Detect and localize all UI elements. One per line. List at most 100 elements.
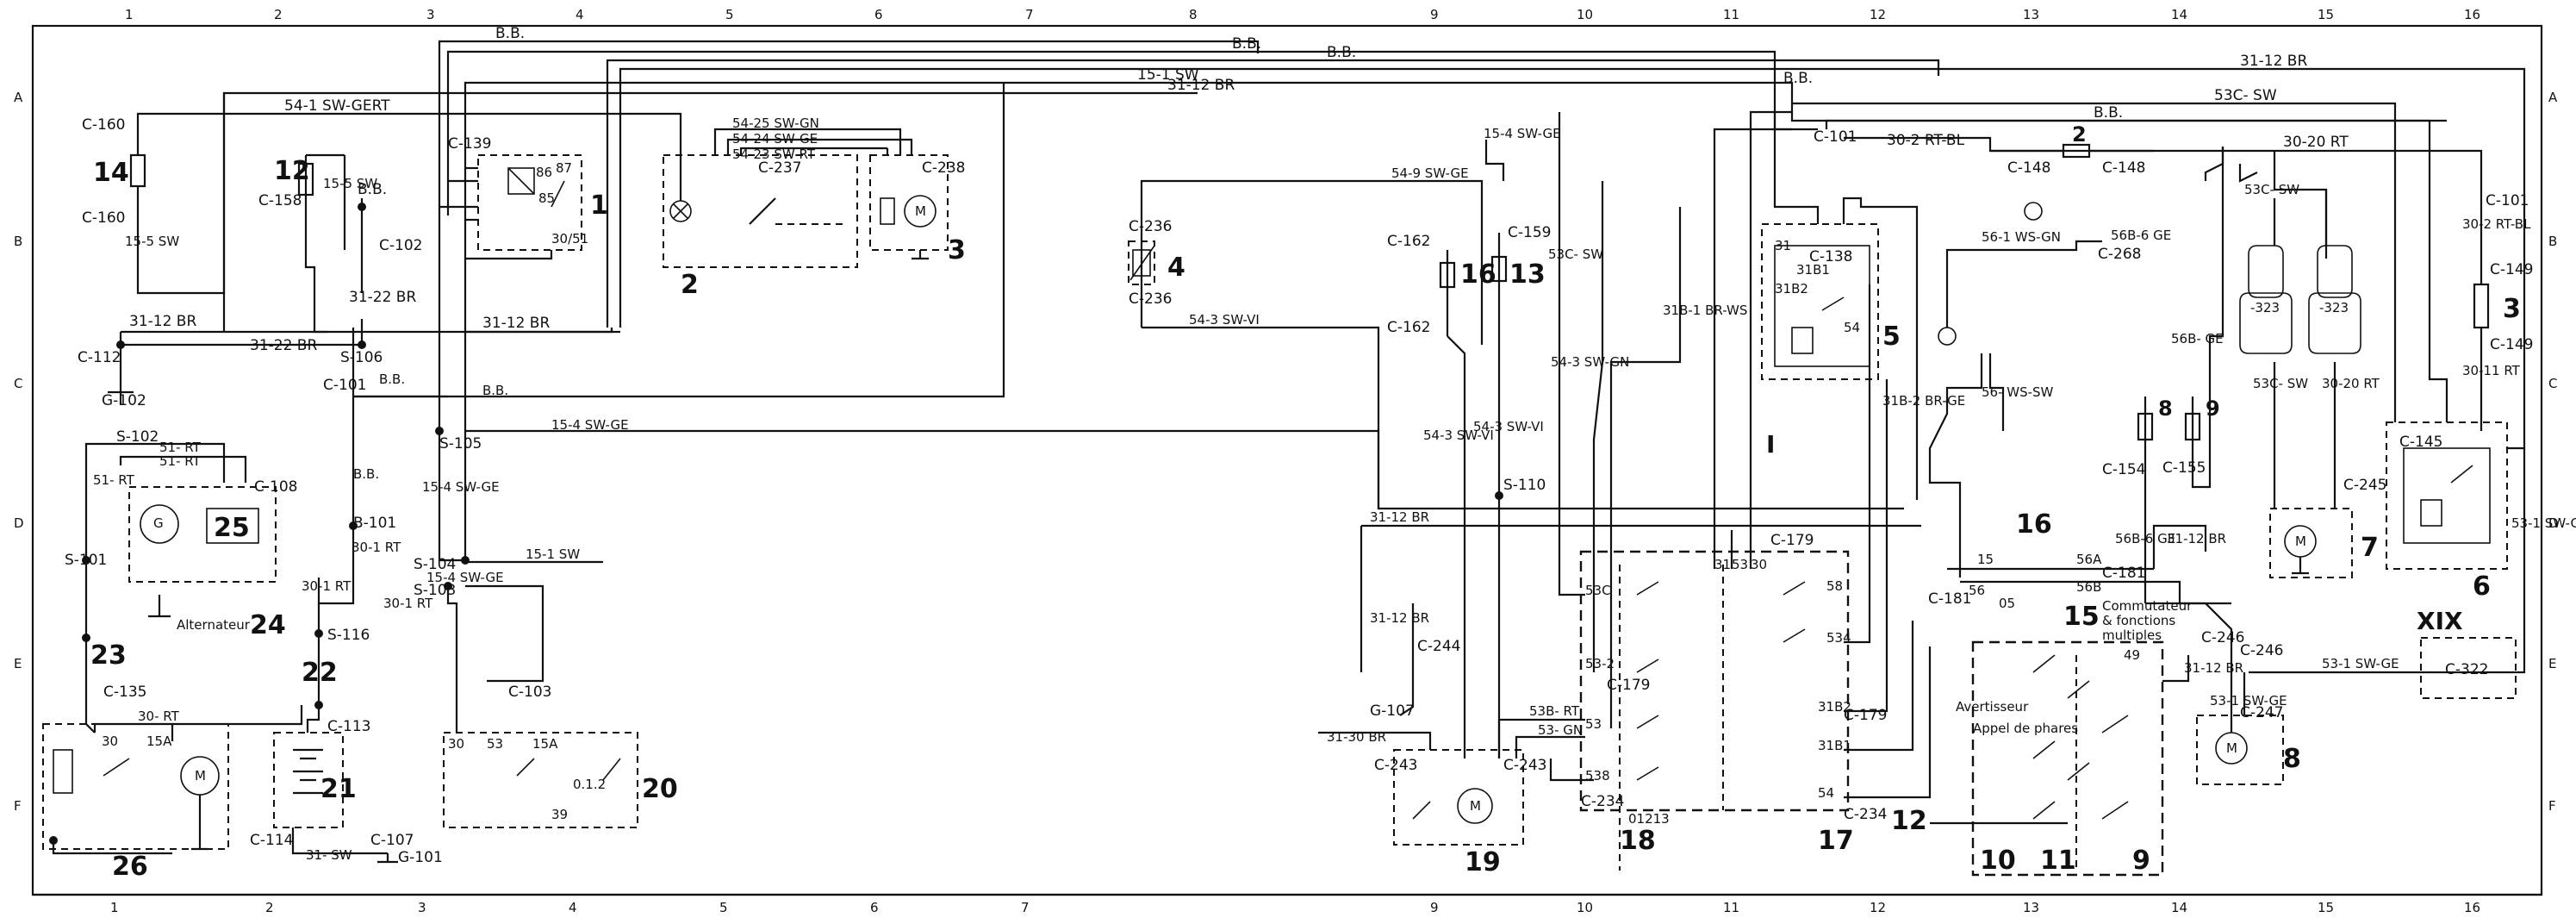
- connector-c160a: C-160: [82, 116, 125, 134]
- wire-label-51-rt3: 51- RT: [93, 472, 135, 488]
- component-6-label: 6: [2473, 571, 2491, 602]
- grid-row-f-right: F: [2548, 798, 2556, 814]
- connector-c145: C-145: [2399, 434, 2442, 451]
- connector-c103: C-103: [508, 684, 551, 701]
- wire-label-56b-ge: 56B- GE: [2171, 331, 2224, 346]
- grid-col-2: 2: [274, 7, 283, 22]
- connector-c162a: C-162: [1387, 233, 1430, 250]
- connector-c101: C-101: [1814, 128, 1857, 146]
- grid-col-4-bottom: 4: [569, 900, 577, 915]
- wire-label-56-1: 56-1 WS-GN: [1982, 229, 2061, 245]
- connector-c138: C-138: [1809, 248, 1852, 265]
- grid-col-3-bottom: 3: [418, 900, 426, 915]
- component-3-label: 3: [948, 235, 966, 265]
- pin-56: 56: [1969, 583, 1985, 598]
- grid-row-b: B: [14, 234, 22, 249]
- grid-col-7: 7: [1025, 7, 1034, 22]
- wire-label-30-1-rt: 30-1 RT: [383, 596, 433, 611]
- grid-labels: 1 2 3 4 5 6 7 8 9 10 11 12 13 14 15 16 1…: [14, 7, 2559, 915]
- wire-label-bb-c101: B.B.: [353, 466, 379, 482]
- pin-15a-20: 15A: [532, 736, 558, 752]
- wire-label-31-22: 31-22 BR: [349, 289, 416, 306]
- component-12-label: 12: [274, 156, 310, 186]
- pin-31-18: 31: [1714, 557, 1731, 572]
- grid-row-f: F: [14, 798, 22, 814]
- component-10-label: 10: [1980, 846, 2016, 876]
- wire-label-54-25: 54-25 SW-GN: [732, 116, 819, 131]
- pin-54-17: 54: [1818, 785, 1834, 801]
- wire-label-bb-c102: B.B.: [358, 181, 387, 198]
- wire-label-15-4-d: 15-4 SW-GE: [426, 570, 504, 585]
- grid-col-11: 11: [1723, 7, 1739, 22]
- connector-s104: S-104: [414, 556, 456, 573]
- grid-col-5-bottom: 5: [719, 900, 728, 915]
- connector-c181b: C-181: [1928, 590, 1971, 608]
- grid-col-16-bottom: 16: [2464, 900, 2480, 915]
- pin-05: 05: [1999, 596, 2015, 611]
- grid-col-12: 12: [1870, 7, 1886, 22]
- grid-col-7-bottom: 7: [1021, 900, 1030, 915]
- wire-label-15-5b: 15-5 SW: [323, 176, 377, 191]
- component-16-13-fuses: 15-4 SW-GE 16 13 C-162 C-162 C-159 54-3 …: [1387, 126, 1561, 759]
- pin-31: 31: [1775, 238, 1791, 253]
- grid-col-10: 10: [1577, 7, 1593, 22]
- connector-c101b: C-101: [2486, 192, 2529, 209]
- component-3b-label: 3: [2503, 294, 2521, 324]
- grid-col-16: 16: [2464, 7, 2480, 22]
- connector-c179c: C-179: [1844, 707, 1887, 724]
- motor-19-symbol: M: [1470, 798, 1481, 814]
- connector-s116: S-116: [327, 627, 370, 644]
- wire-label-54-3-b: 54-3 SW-VI: [1473, 419, 1544, 434]
- connector-c149a: C-149: [2490, 261, 2533, 278]
- pin-87: 87: [556, 160, 572, 176]
- connector-c113: C-113: [327, 718, 370, 735]
- grid-col-14-bottom: 14: [2171, 900, 2187, 915]
- component-9-label: 9: [2132, 846, 2150, 876]
- grid-col-10-bottom: 10: [1577, 900, 1593, 915]
- pin-56b: 56B: [2076, 579, 2101, 595]
- ground-g107: G-107: [1370, 702, 1415, 720]
- wire-label-54-3-vi: 54-3 SW-VI: [1189, 312, 1260, 328]
- connector-c246a: C-246: [2240, 642, 2283, 659]
- component-15-multifunction-switch: 16 15 56A 56B 56 05 49 C-181 C-181 15 Co…: [1891, 509, 2231, 877]
- pin-58: 58: [1826, 578, 1843, 594]
- wire-label-31-12-c: 31-12 BR: [482, 315, 550, 332]
- annotation-commutateur-3: multiples: [2102, 627, 2162, 643]
- grid-col-8: 8: [1189, 7, 1198, 22]
- battery-circuit: C-101 B.B. B-101 30-1 RT 30-1 RT S-116 2…: [250, 328, 443, 866]
- grid-row-c-right: C: [2548, 376, 2557, 391]
- connector-c237: C-237: [758, 159, 801, 177]
- component-2-label: 2: [681, 270, 699, 300]
- wire-label-30-2b: 30-2 RT-BL: [2462, 216, 2531, 232]
- wire-label-bb-5: B.B.: [1783, 70, 1813, 87]
- wire-label-53c: 53C- SW: [2253, 376, 2308, 391]
- component-2-switch: 54-25 SW-GN 54-24 SW-GE 54-23 SW-RT C-23…: [638, 112, 887, 300]
- component-12b-label: 12: [1891, 806, 1927, 836]
- grid-col-14: 14: [2171, 7, 2187, 22]
- pin-30-18: 30: [1751, 557, 1767, 572]
- connector-c179b: C-179: [1770, 532, 1814, 549]
- component-18-label: 18: [1620, 826, 1656, 856]
- connector-c160b: C-160: [82, 209, 125, 227]
- connector-c243b: C-243: [1503, 757, 1546, 774]
- wire-label-53c-b: 53C- SW: [2244, 182, 2299, 197]
- wire-label-54-9: 54-9 SW-GE: [1391, 165, 1469, 181]
- component-22-label: 22: [302, 658, 338, 688]
- connector-c158: C-158: [258, 192, 302, 209]
- grid-col-3: 3: [426, 7, 435, 22]
- component-2b-label: 2: [2072, 122, 2087, 147]
- wire-label-31b-1: 31B-1 BR-WS: [1663, 303, 1747, 318]
- component-1-label: 1: [590, 190, 608, 221]
- component-13-label: 13: [1509, 259, 1546, 290]
- wire-label-31-sw: 31- SW: [306, 847, 352, 863]
- pin-15-multi: 15: [1977, 552, 1994, 567]
- wire-label-53-1-right: 53-1 SW-GE: [2511, 515, 2576, 531]
- component-16b-label: 16: [2016, 509, 2052, 540]
- wire-label-54-24: 54-24 SW-GE: [732, 131, 818, 147]
- pin-86: 86: [536, 165, 552, 180]
- pin-30-51: 30/51: [551, 231, 588, 247]
- wire-label-bb-top: B.B.: [495, 25, 525, 42]
- connector-c236a: C-236: [1129, 218, 1172, 235]
- wire-label-56-ws: 56- WS-SW: [1982, 384, 2054, 400]
- roman-i-label: I: [1766, 430, 1775, 459]
